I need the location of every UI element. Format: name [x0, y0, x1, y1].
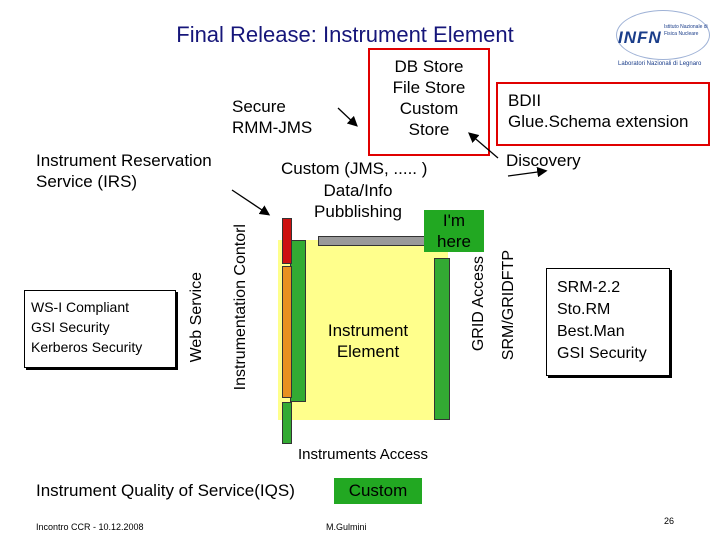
custom-bottom-box: Custom [334, 478, 422, 504]
srm-line1: SRM-2.2 [557, 279, 621, 296]
discovery-label: Discovery [506, 151, 581, 170]
gray-connector [318, 236, 436, 246]
secure-line2: RMM-JMS [232, 118, 313, 137]
irs-label: Instrument Reservation Service (IRS) [36, 150, 212, 192]
footer-center: M.Gulmini [326, 522, 367, 532]
db-store-line: DB Store [394, 57, 464, 76]
secure-arrow [337, 107, 358, 127]
srm-box: SRM-2.2 Sto.RM Best.Man GSI Security [546, 268, 670, 376]
srm-line2: Sto.RM [557, 301, 611, 318]
footer-left: Incontro CCR - 10.12.2008 [36, 522, 144, 532]
file-store-line: File Store [392, 78, 466, 97]
instr-control-label: Instrumentation Contorl [232, 224, 249, 391]
custom-jms-label: Custom (JMS, ..... ) [281, 159, 428, 178]
web-service-label: Web Service [188, 272, 205, 363]
discovery-arrow [507, 166, 548, 178]
iqs-label: Instrument Quality of Service(IQS) [36, 481, 295, 500]
logo-caption: Laboratori Nazionali di Legnaro [618, 61, 702, 67]
red-connector [282, 218, 292, 264]
grid-access-bar [434, 258, 450, 420]
secure-line1: Secure [232, 97, 286, 116]
ws-line2: GSI Security [31, 319, 110, 335]
logo-ring-icon [616, 10, 710, 60]
ie-line1: Instrument [327, 321, 409, 340]
db-arrow [468, 132, 499, 159]
bdii-line2: Glue.Schema extension [508, 112, 689, 131]
orange-connector [282, 266, 292, 398]
srm-gridftp-label: SRM/GRIDFTP [500, 250, 517, 361]
grid-access-label: GRID Access [470, 256, 487, 352]
logo-subtitle: Istituto Nazionale di Fisica Nucleare [664, 24, 708, 37]
logo-text: INFN [618, 28, 662, 47]
ws-line3: Kerberos Security [31, 339, 143, 355]
im-here-box: I'm here [424, 210, 484, 252]
irs-line2: Service (IRS) [36, 172, 138, 191]
ws-security-box: WS-I Compliant GSI Security Kerberos Sec… [24, 290, 176, 368]
bdii-line1: BDII [508, 91, 542, 110]
srm-line3: Best.Man [557, 323, 625, 340]
data-info-line2: Pubblishing [314, 202, 402, 221]
page-title: Final Release: Instrument Element [176, 22, 514, 47]
bdii-box: BDII Glue.Schema extension [496, 82, 710, 146]
secure-label: Secure RMM-JMS [232, 96, 312, 138]
ie-line2: Element [336, 342, 400, 361]
data-info-line1: Data/Info [323, 181, 393, 200]
im-here-line2: here [436, 232, 472, 251]
db-store-box: DB Store File Store Custom Store [368, 48, 490, 156]
ws-line1: WS-I Compliant [31, 299, 130, 315]
store-line: Store [408, 120, 450, 139]
page-number: 26 [664, 516, 675, 526]
irs-arrow [231, 189, 271, 216]
srm-line4: GSI Security [557, 345, 647, 362]
instrument-element-area [278, 240, 448, 420]
irs-line1: Instrument Reservation [36, 151, 212, 170]
infn-logo: INFN Istituto Nazionale di Fisica Nuclea… [612, 6, 712, 72]
green-connector [282, 402, 292, 444]
im-here-line1: I'm [442, 211, 466, 230]
data-info-label: Data/Info Pubblishing [290, 180, 440, 222]
custom-line: Custom [399, 99, 459, 118]
instrument-element-label: Instrument Element [300, 320, 436, 362]
instruments-access-label: Instruments Access [298, 446, 429, 463]
